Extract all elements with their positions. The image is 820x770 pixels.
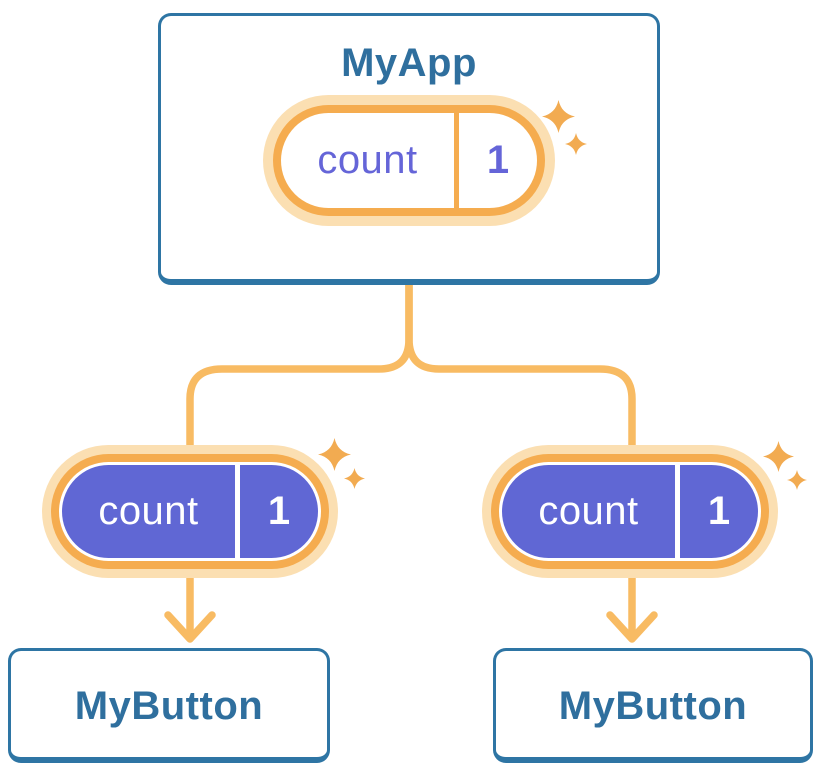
pill-core: count 1 <box>281 113 537 208</box>
root-state-pill: count 1 <box>263 95 555 226</box>
child-component-card-left: MyButton <box>8 648 330 763</box>
child-component-title: MyButton <box>74 684 264 728</box>
sparkle-icon <box>787 470 807 490</box>
state-key-label: count <box>98 489 199 533</box>
connector-right <box>405 279 636 637</box>
state-key-label: count <box>317 138 418 182</box>
pill-ring: count 1 <box>51 454 329 569</box>
pill-gap: count 1 <box>59 462 321 561</box>
root-component-title: MyApp <box>341 41 477 85</box>
root-component-card: MyApp count 1 <box>158 13 660 285</box>
child-state-pill-right: count 1 <box>482 445 778 578</box>
arrow-down-icon <box>164 611 216 643</box>
pill-core: count 1 <box>62 465 318 558</box>
child-component-title: MyButton <box>558 684 748 728</box>
sparkle-icon <box>318 438 351 471</box>
pill-divider <box>675 465 680 558</box>
sparkle-icon <box>542 100 575 133</box>
sparkle-icon <box>344 468 365 489</box>
pill-divider <box>235 465 240 558</box>
state-value: 1 <box>486 138 510 182</box>
state-key-label: count <box>538 489 639 533</box>
pill-ring: count 1 <box>273 105 545 216</box>
pill-gap: count 1 <box>499 462 761 561</box>
sparkle-icon <box>763 441 794 472</box>
child-state-pill-left: count 1 <box>42 445 338 578</box>
pill-divider <box>454 113 459 208</box>
pill-ring: count 1 <box>491 454 769 569</box>
arrow-down-icon <box>606 611 658 643</box>
child-component-card-right: MyButton <box>493 648 813 763</box>
state-value: 1 <box>267 489 291 533</box>
sparkle-icon <box>565 133 587 155</box>
state-value: 1 <box>707 489 731 533</box>
pill-core: count 1 <box>502 465 758 558</box>
